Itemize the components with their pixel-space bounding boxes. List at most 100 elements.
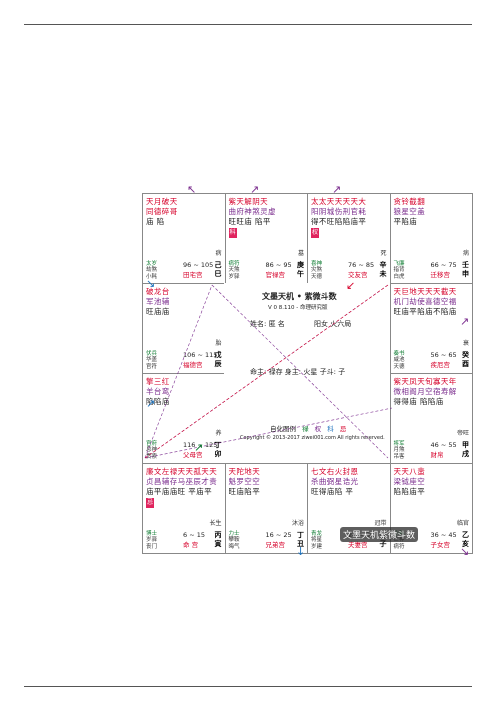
palace-age-range: 56 ~ 65 <box>430 351 457 359</box>
palace-name: 夫妻宫 <box>348 541 368 549</box>
palace-name: 交友宫 <box>348 271 368 279</box>
center-version: V 0 8.110 - 命理研究版 <box>268 305 328 311</box>
minor-star: 太岁 <box>146 260 158 267</box>
center-name: 姓名: 匿 名 <box>250 320 285 328</box>
palace-branch: 庚午 <box>297 261 304 279</box>
star-row: 得不旺陷陷庙平 <box>311 217 367 226</box>
arrow-icon: ↘ <box>460 545 470 558</box>
star-row: 军池辅 <box>146 297 170 306</box>
palace-stars: 紫天凤天旬寡天年微相阁月空宿寿解得得庙 陷陷庙 <box>394 377 470 407</box>
top-rule <box>24 24 472 25</box>
star-row: 梁钺座空 <box>393 477 426 486</box>
minor-star: 青龙 <box>311 530 323 537</box>
star-row: 七文右火封恩 <box>311 467 359 476</box>
palace-minor-stars: 博士岁驿丧门 <box>146 531 157 551</box>
minor-star: 喜神 <box>311 260 323 267</box>
minor-star: 岁建 <box>311 543 323 550</box>
arrow-icon: ↙ <box>346 279 356 292</box>
branch-char: 未 <box>379 270 387 278</box>
branch-char: 甲 <box>462 441 469 449</box>
palace-branch: 己巳 <box>215 261 222 279</box>
palace-minor-stars: 伏兵华盖官符 <box>146 351 157 371</box>
minor-star: 吊客 <box>393 453 405 460</box>
minor-star: 天德 <box>311 273 323 280</box>
ziwei-chart: 天天八蜚梁钺座空陷陷庙平小耗亡神病符36 ~ 45子女宫临官乙亥七文右火封恩杀曲… <box>142 183 473 558</box>
branch-char: 巳 <box>214 270 222 278</box>
legend-item-ji: 忌 <box>339 425 347 433</box>
palace-stars: 紫天解阴天曲府神煞灵虚旺旺庙 陷平科 <box>228 197 305 238</box>
minor-star: 奏书 <box>393 350 405 357</box>
center-gender: 阳女 火六局 <box>314 320 352 328</box>
palace-stars: 天天八蜚梁钺座空陷陷庙平 <box>394 467 470 497</box>
minor-star: 官府 <box>146 440 158 447</box>
star-row: 天天八蜚 <box>393 467 426 476</box>
palace-state: 墓 <box>297 250 304 257</box>
palace-age-range: 116 ~ 125 <box>183 441 218 449</box>
palace-state: 养 <box>215 430 222 437</box>
palace-branch: 戊辰 <box>215 351 222 369</box>
palace-minor-stars: 奏书咸池天德 <box>394 351 405 371</box>
center-copyright: Copyright © 2013-2017 ziwei001.com All r… <box>240 435 385 441</box>
hua-badge: 忌 <box>146 498 155 508</box>
star-row: 旺得庙陷 平 <box>311 487 354 496</box>
star-row: 陷陷庙平 <box>393 487 426 496</box>
star-row: 天陀地天 <box>228 467 261 476</box>
star-row: 旺庙庙 <box>146 307 170 316</box>
palace-branch: 乙亥 <box>462 531 469 549</box>
branch-char: 丑 <box>297 540 304 548</box>
palace-minor-stars: 力士攀鞍晦气 <box>229 531 240 551</box>
star-row: 天巨地天天天截天 <box>393 287 457 296</box>
triangle-line <box>144 284 389 459</box>
star-row: 廉文左禄天天孤天天 <box>146 467 218 476</box>
palace-age-range: 76 ~ 85 <box>348 261 375 269</box>
minor-star: 将星 <box>311 537 323 543</box>
star-row: 破龙台 <box>146 287 170 296</box>
branch-char: 申 <box>462 270 469 278</box>
legend-item-ke: 科 <box>327 425 334 433</box>
minor-star: 天德 <box>393 363 405 370</box>
star-row: 平陷庙 <box>393 217 418 226</box>
branch-char: 戌 <box>462 450 469 458</box>
center-line2: 命主: 禄存 身主: 火星 子斗: 子 <box>250 368 346 376</box>
palace-state: 衰 <box>462 340 469 347</box>
star-row: 同德碎哥 <box>146 207 178 216</box>
star-row: 微相阁月空宿寿解 <box>393 387 457 396</box>
palace-branch: 癸酉 <box>462 351 469 369</box>
palace-state: 长生 <box>209 520 222 527</box>
palace-age-range: 16 ~ 25 <box>265 531 292 539</box>
hua-badge: 科 <box>228 228 237 238</box>
triangle-line <box>144 407 393 459</box>
bottom-rule <box>24 686 472 687</box>
branch-char: 丁 <box>214 441 222 449</box>
star-row: 机门劫使喜德空福 <box>393 297 457 306</box>
branch-char: 己 <box>214 261 222 269</box>
palace-state: 临官 <box>456 520 469 527</box>
palace-state: 病 <box>462 250 469 257</box>
center-legend: 自化图例 禄 权 科 忌 <box>270 423 346 433</box>
branch-char: 子 <box>379 540 387 548</box>
star-row: 紫天解阴天 <box>228 197 268 206</box>
branch-char: 乙 <box>462 531 469 539</box>
star-row: 庙平庙庙旺 平庙平 <box>146 487 212 496</box>
minor-star: 病符 <box>393 543 405 550</box>
minor-star: 丧门 <box>146 543 158 550</box>
star-row: 曲府神煞灵虚 <box>228 207 276 216</box>
palace-stars: 破龙台军池辅旺庙庙 <box>146 287 222 317</box>
minor-star: 将军 <box>393 440 405 447</box>
palace-name: 兄弟宫 <box>265 541 286 549</box>
palace-state: 沐浴 <box>291 520 304 527</box>
palace-age-range: 46 ~ 55 <box>430 441 457 449</box>
legend-item-quan: 权 <box>314 425 322 433</box>
hua-badge: 权 <box>311 228 320 238</box>
minor-star: 小耗 <box>146 273 158 280</box>
palace-stars: 七文右火封恩杀曲弼星诰光旺得庙陷 平 <box>311 467 387 497</box>
arrow-icon: ↘ <box>146 277 156 290</box>
palace-stars: 天陀地天魁罗空空旺庙陷平 <box>229 467 305 497</box>
branch-char: 寅 <box>214 540 222 548</box>
palace-branch: 丁卯 <box>215 441 222 459</box>
minor-star: 岁驿 <box>146 537 158 543</box>
